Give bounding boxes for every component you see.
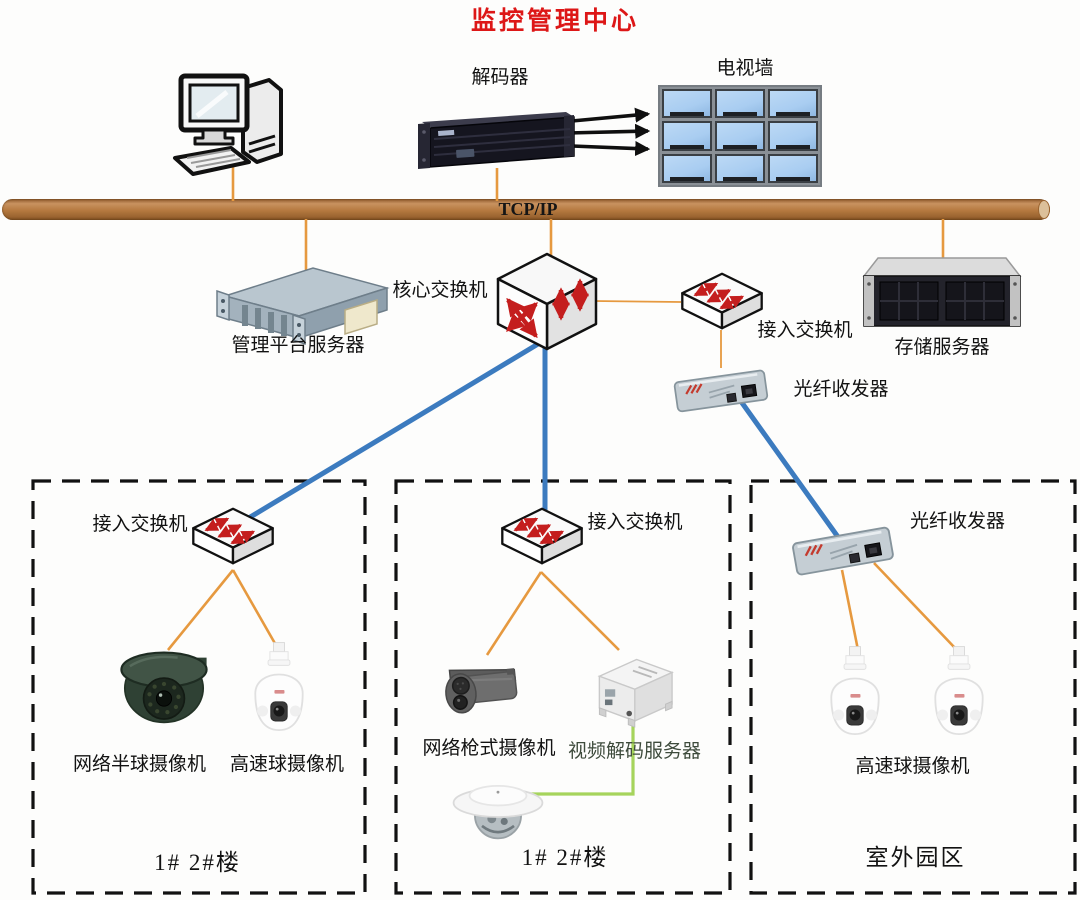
zone-box-middle <box>394 479 732 895</box>
access-switch-top-label: 接入交换机 <box>757 320 853 341</box>
tv-screen <box>768 89 818 119</box>
tv-screen <box>715 89 765 119</box>
tv-screen <box>662 153 712 183</box>
decoder-output-arrows <box>567 107 651 157</box>
decoder-icon <box>408 104 578 172</box>
zone-left-dome-camera-label: 网络半球摄像机 <box>72 754 206 775</box>
management-server-label: 管理平台服务器 <box>231 335 365 356</box>
zone-mid-video-server-icon <box>586 652 678 734</box>
zone-right-name: 室外园区 <box>865 845 966 870</box>
storage-server-label: 存储服务器 <box>894 337 990 358</box>
tv-wall-label: 电视墙 <box>716 58 774 79</box>
zone-right-fiber-transceiver-icon <box>788 520 900 578</box>
tv-screen <box>715 153 765 183</box>
zone-left-name: 1# 2#楼 <box>154 850 241 875</box>
zone-left-access-switch-icon <box>188 506 278 578</box>
tcpip-bus-pipe <box>2 199 1050 220</box>
bus-label: TCP/IP <box>498 199 558 219</box>
zone-right-fiber-label: 光纤收发器 <box>909 511 1005 532</box>
bus-end-cap <box>1038 200 1050 219</box>
zone-mid-bullet-camera-label: 网络枪式摄像机 <box>422 738 556 759</box>
management-pc-icon <box>165 58 300 188</box>
zone-left-ball-camera-icon <box>248 638 310 742</box>
zone-mid-bullet-camera-icon <box>441 650 525 726</box>
fiber-transceiver-top-icon <box>672 362 772 416</box>
diagram-title: 监控管理中心 <box>470 8 639 35</box>
storage-server-icon <box>862 256 1022 334</box>
zone-mid-access-switch-icon <box>497 506 587 578</box>
core-switch-icon <box>492 252 602 352</box>
video-link-green <box>527 724 635 796</box>
zone-mid-video-server-label: 视频解码服务器 <box>567 741 701 762</box>
tv-screen <box>662 89 712 119</box>
zone-box-right <box>749 479 1077 895</box>
zone-left-ball-camera-label: 高速球摄像机 <box>229 754 344 775</box>
zone-box-left <box>31 479 367 895</box>
zone-mid-fisheye-camera-icon <box>450 772 546 846</box>
zone-mid-switch-label: 接入交换机 <box>587 512 683 533</box>
zone-left-switch-label: 接入交换机 <box>92 514 188 535</box>
decoder-label: 解码器 <box>471 67 529 88</box>
tv-wall-icon <box>658 85 822 187</box>
tv-screen <box>662 121 712 151</box>
tv-screen <box>768 153 818 183</box>
copper-links <box>166 162 956 656</box>
zone-mid-name: 1# 2#楼 <box>521 845 609 870</box>
zone-right-ball-camera-label: 高速球摄像机 <box>855 756 970 777</box>
zone-left-dome-camera-icon <box>118 642 210 738</box>
tv-screen <box>768 121 818 151</box>
zone-right-ball-camera-1-icon <box>824 642 886 746</box>
core-switch-label: 核心交换机 <box>392 280 488 301</box>
tv-screen <box>715 121 765 151</box>
fiber-uplinks <box>234 335 841 540</box>
fiber-transceiver-top-label: 光纤收发器 <box>793 379 889 400</box>
zone-right-ball-camera-2-icon <box>928 642 990 746</box>
